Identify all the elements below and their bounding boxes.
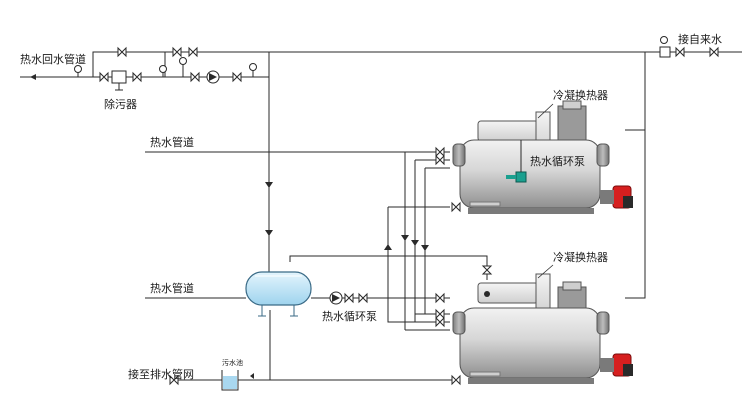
circulation-pump-bottom [329, 291, 343, 305]
drain-network-label: 接至排水管网 [128, 367, 194, 381]
circulation-pump-label-bottom: 热水循环泵 [322, 310, 377, 323]
return-pump [206, 70, 220, 84]
condenser-label-bottom: 冷凝换热器 [553, 250, 608, 264]
condenser-label-top: 冷凝换热器 [553, 88, 608, 102]
desilter-label: 除污器 [104, 97, 137, 111]
flow-arrows [30, 74, 429, 379]
return-main-label: 热水回水管道 [20, 52, 86, 66]
tap-water-meter [659, 46, 671, 58]
boiler-bottom [452, 273, 633, 384]
hot-water-label-mid: 热水管道 [150, 281, 194, 295]
expansion-tank [245, 271, 312, 317]
valves [99, 46, 719, 386]
boiler-top [452, 100, 633, 214]
desilter [111, 70, 127, 91]
tap-water-label: 接自来水 [678, 33, 722, 46]
labels: 热水回水管道 除污器 接自来水 热水管道 热水管道 冷凝换热器 冷凝换热器 热水… [20, 33, 722, 381]
sewage-pool-label: 污水池 [222, 358, 243, 367]
leader-lines [537, 103, 554, 279]
circulation-pump-label-top: 热水循环泵 [530, 155, 585, 168]
sewage-pool [221, 370, 239, 391]
hot-water-label-top: 热水管道 [150, 135, 194, 149]
